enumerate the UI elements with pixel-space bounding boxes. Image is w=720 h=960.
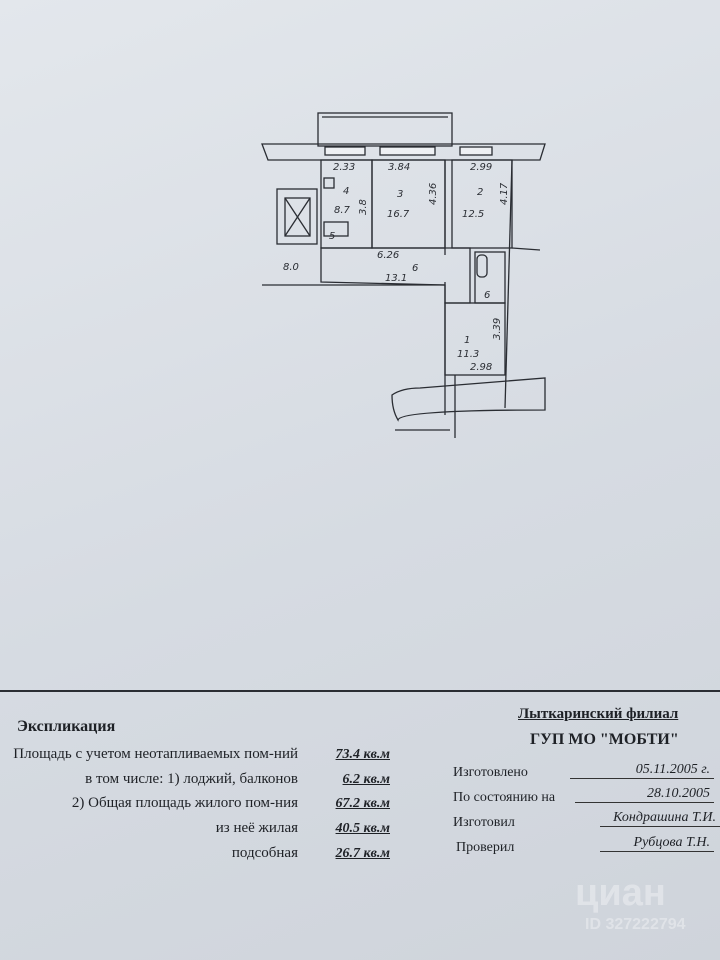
dim-text: 6.26 — [377, 250, 399, 261]
dim-text: 2.33 — [333, 162, 355, 173]
maker-value: Кондрашина Т.И. — [600, 810, 720, 827]
room-area: 16.7 — [387, 209, 410, 220]
room-number: 5 — [329, 231, 335, 242]
room-number: 2 — [477, 187, 483, 198]
made-value: 05.11.2005 г. — [570, 762, 714, 779]
watermark-logo: циан — [575, 872, 666, 914]
explication-value: 73.4 кв.м — [335, 747, 390, 762]
explication-label: подсобная — [231, 845, 298, 861]
explication-label: из неё жилая — [215, 820, 298, 836]
room-number: 3 — [397, 189, 403, 200]
branch-name: Лыткаринский филиал — [518, 706, 679, 722]
explication-value: 6.2 кв.м — [342, 772, 390, 787]
bottom-balcony — [391, 377, 546, 422]
stove-icon — [323, 177, 335, 189]
top-loggia — [317, 112, 453, 147]
room-number: 4 — [343, 186, 349, 197]
room-area: 13.1 — [385, 273, 407, 284]
explication-label: 2) Общая площадь жилого пом-ния — [71, 795, 298, 811]
explication-label: Площадь с учетом неотапливаемых пом-ний — [13, 746, 298, 762]
dim-text: 3.8 — [358, 199, 369, 215]
dim-text: 2.98 — [470, 362, 492, 373]
state-label: По состоянию на — [453, 790, 556, 805]
maker-label: Изготовил — [453, 815, 515, 830]
made-label: Изготовлено — [453, 765, 528, 780]
organization-name: ГУП МО "МОБТИ" — [530, 731, 679, 748]
room-area: 8.7 — [334, 205, 351, 216]
explication-value: 67.2 кв.м — [335, 796, 390, 811]
state-value: 28.10.2005 — [575, 786, 714, 803]
checker-label: Проверил — [456, 840, 515, 855]
dim-text: 4.36 — [428, 183, 439, 205]
explication-value: 40.5 кв.м — [335, 821, 390, 836]
dim-text: 8.0 — [283, 262, 299, 273]
explication-title: Экспликация — [17, 718, 116, 735]
room-number: 6 — [412, 263, 418, 274]
room-area: 12.5 — [462, 209, 484, 220]
dim-text: 2.99 — [470, 162, 492, 173]
section-divider — [0, 690, 720, 692]
dim-text: 3.39 — [492, 318, 503, 340]
explication-label: в том числе: 1) лоджий, балконов — [85, 771, 298, 787]
floor-plan: 2.33 3.84 2.99 4.36 4.17 3.8 6.26 3.39 2… — [261, 112, 546, 438]
room-area: 11.3 — [457, 349, 479, 360]
room-2 — [451, 159, 513, 249]
dim-text: 4.17 — [499, 182, 510, 205]
bathtub-icon — [476, 254, 488, 278]
watermark-id: ID 327222794 — [585, 916, 686, 933]
dim-text: 3.84 — [388, 162, 410, 173]
lift-shaft — [276, 188, 318, 245]
exterior-wall-top — [261, 143, 546, 161]
room-number: 6 — [484, 290, 490, 301]
room-number: 1 — [464, 335, 470, 346]
explication-value: 26.7 кв.м — [335, 846, 390, 861]
checker-value: Рубцова Т.Н. — [600, 835, 714, 852]
